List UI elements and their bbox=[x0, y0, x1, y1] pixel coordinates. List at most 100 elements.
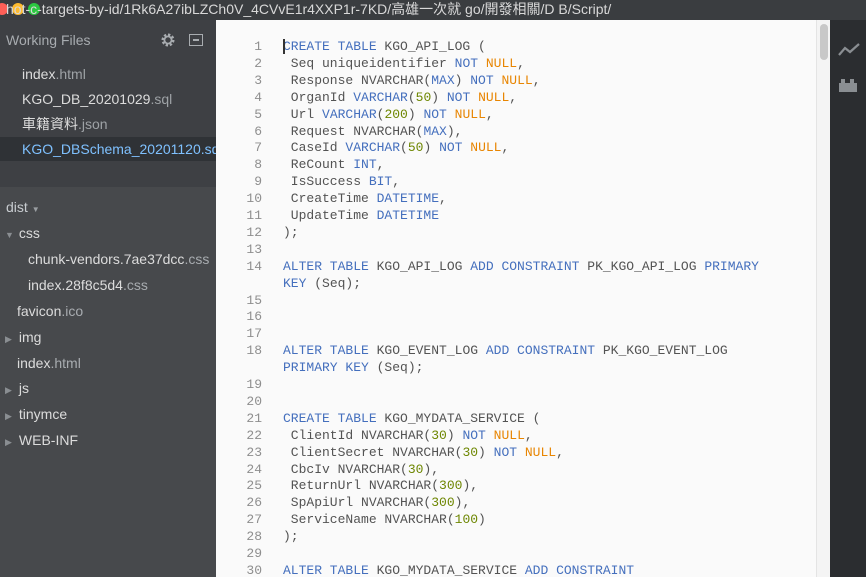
working-file-name: index bbox=[22, 66, 56, 82]
split-view-icon[interactable] bbox=[189, 34, 203, 46]
tree-file[interactable]: favicon.ico bbox=[0, 299, 216, 323]
working-files-header: Working Files bbox=[6, 32, 91, 48]
code-content: IsSuccess BIT, bbox=[283, 173, 400, 190]
project-root-dropdown[interactable]: dist ▼ bbox=[6, 195, 40, 219]
code-line: 3 Response NVARCHAR(MAX) NOT NULL, bbox=[216, 72, 816, 89]
maximize-window-button[interactable] bbox=[28, 3, 40, 15]
code-text: ( bbox=[407, 89, 416, 105]
code-number: 100 bbox=[454, 512, 479, 528]
tree-folder[interactable]: ▶ WEB-INF bbox=[0, 428, 216, 452]
code-line: 7 CaseId VARCHAR(50) NOT NULL, bbox=[216, 139, 816, 156]
line-number: 16 bbox=[246, 309, 262, 325]
code-keyword: ADD CONSTRAINT bbox=[470, 258, 588, 274]
code-text: OrganId bbox=[283, 89, 354, 105]
code-keyword: ALTER TABLE bbox=[283, 343, 377, 359]
code-text: IsSuccess bbox=[283, 174, 369, 190]
code-text: ServiceName NVARCHAR( bbox=[283, 512, 455, 528]
code-keyword: VARCHAR bbox=[353, 89, 408, 105]
code-content: Url VARCHAR(200) NOT NULL, bbox=[283, 106, 494, 123]
working-file-item[interactable]: KGO_DBSchema_20201120.sql bbox=[0, 137, 216, 161]
code-content: PRIMARY KEY (Seq); bbox=[283, 359, 423, 376]
code-content: ReturnUrl NVARCHAR(300), bbox=[283, 477, 478, 494]
code-line: 23 ClientSecret NVARCHAR(30) NOT NULL, bbox=[216, 444, 816, 461]
window-controls bbox=[0, 3, 44, 20]
code-line: 29 bbox=[216, 545, 816, 562]
code-keyword: CREATE TABLE bbox=[283, 410, 385, 426]
tree-folder[interactable]: ▶ img bbox=[0, 325, 216, 349]
code-line: 13 bbox=[216, 241, 816, 258]
code-keyword: MAX bbox=[431, 72, 455, 88]
line-number: 2 bbox=[254, 55, 262, 71]
tree-file[interactable]: chunk-vendors.7ae37dcc.css bbox=[0, 247, 216, 271]
code-text: Response NVARCHAR( bbox=[283, 72, 432, 88]
window-titlebar: hot-c-targets-by-id/1Rk6A27ibLZCh0V_4CVv… bbox=[0, 0, 866, 20]
code-text: ( bbox=[376, 106, 385, 122]
code-text: ReCount bbox=[283, 157, 354, 173]
code-line: 22 ClientId NVARCHAR(30) NOT NULL, bbox=[216, 427, 816, 444]
code-text: ), bbox=[454, 495, 471, 511]
tree-item-extension: .css bbox=[184, 250, 210, 267]
text-cursor bbox=[283, 39, 285, 54]
code-text: UpdateTime bbox=[283, 208, 377, 223]
tree-item-name: img bbox=[18, 328, 42, 345]
extension-manager-icon[interactable] bbox=[838, 77, 858, 93]
code-number: 30 bbox=[431, 427, 447, 443]
code-content: ServiceName NVARCHAR(100) bbox=[283, 511, 486, 528]
code-number: 300 bbox=[431, 495, 455, 511]
code-keyword: DATETIME bbox=[376, 208, 440, 223]
code-text: , bbox=[532, 72, 541, 88]
tree-file[interactable]: index.28f8c5d4.css bbox=[0, 273, 216, 297]
line-number: 22 bbox=[246, 427, 262, 443]
line-number: 6 bbox=[254, 123, 262, 139]
tree-folder[interactable]: ▶ tinymce bbox=[0, 402, 216, 426]
working-file-item[interactable]: index.html bbox=[0, 62, 216, 86]
line-number: 23 bbox=[246, 444, 262, 460]
editor-scrollbar[interactable] bbox=[816, 20, 830, 577]
code-number: 300 bbox=[439, 478, 463, 494]
code-keyword: BIT bbox=[368, 174, 393, 190]
tree-folder[interactable]: ▼ css bbox=[0, 221, 216, 245]
code-text: ) bbox=[423, 140, 440, 156]
code-null: NULL bbox=[454, 106, 486, 122]
code-text: ), bbox=[423, 461, 440, 477]
code-keyword: CREATE TABLE bbox=[283, 39, 385, 54]
tree-folder[interactable]: ▶ js bbox=[0, 376, 216, 400]
tree-item-extension: .ico bbox=[61, 302, 84, 319]
minimize-window-button[interactable] bbox=[12, 3, 24, 15]
tree-item-extension: .html bbox=[50, 354, 81, 371]
line-number: 26 bbox=[246, 495, 262, 511]
close-window-button[interactable] bbox=[0, 3, 8, 15]
code-text: , bbox=[524, 427, 533, 443]
project-root-label: dist bbox=[6, 199, 28, 215]
code-text: , bbox=[485, 106, 494, 122]
code-line: 6 Request NVARCHAR(MAX), bbox=[216, 123, 816, 140]
working-file-extension: .sql bbox=[200, 141, 216, 157]
line-number: 9 bbox=[254, 174, 262, 190]
tree-item-name: css bbox=[18, 225, 40, 241]
live-preview-icon[interactable] bbox=[838, 42, 860, 58]
working-file-item[interactable]: KGO_DB_20201029.sql bbox=[0, 87, 216, 111]
code-keyword: ADD CONSTRAINT bbox=[485, 343, 603, 359]
working-file-item[interactable]: 車籍資料.json bbox=[0, 112, 216, 136]
code-text: ) bbox=[446, 427, 463, 443]
code-text: , bbox=[392, 174, 401, 190]
working-file-extension: .json bbox=[78, 116, 108, 132]
code-text: (Seq); bbox=[314, 275, 362, 291]
code-keyword: VARCHAR bbox=[345, 140, 401, 156]
code-line: 20 bbox=[216, 393, 816, 410]
code-text: CbcIv NVARCHAR( bbox=[283, 461, 408, 477]
tree-file[interactable]: index.html bbox=[0, 351, 216, 375]
code-text: KGO_API_LOG bbox=[376, 258, 471, 274]
code-text: PK_KGO_EVENT_LOG bbox=[602, 343, 728, 359]
code-line: 16 bbox=[216, 308, 816, 325]
gear-icon[interactable] bbox=[160, 32, 176, 48]
code-content: CreateTime DATETIME, bbox=[283, 190, 447, 207]
line-number: 17 bbox=[246, 326, 262, 342]
code-null: NULL bbox=[524, 444, 557, 460]
scrollbar-thumb[interactable] bbox=[820, 24, 828, 60]
code-null: NULL bbox=[501, 72, 533, 88]
